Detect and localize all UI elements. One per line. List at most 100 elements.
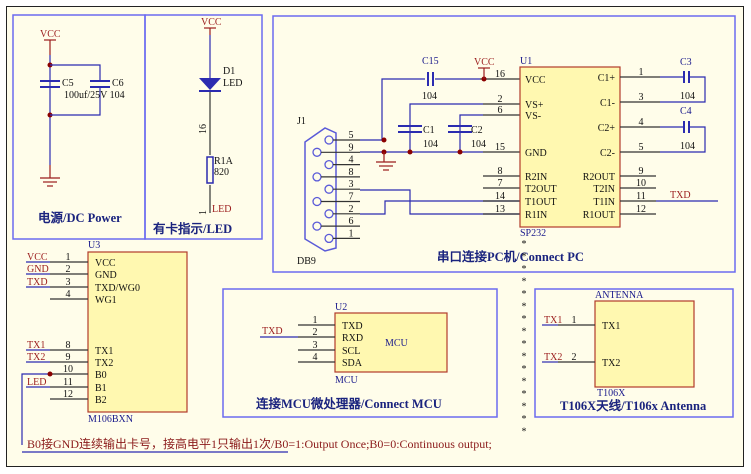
- c4-ref: C4: [680, 106, 692, 117]
- u3-net-label: GND: [27, 264, 49, 275]
- separator-dot: *: [522, 264, 527, 275]
- r1a-ref: R1A: [214, 156, 234, 167]
- separator-dot: *: [522, 239, 527, 250]
- u1-pin-number: 16: [495, 69, 505, 80]
- d1-value: LED: [223, 78, 242, 89]
- led-vcc-label: VCC: [201, 17, 222, 28]
- led-pin-1: 1: [198, 210, 209, 215]
- u3-pin-name: B2: [95, 395, 107, 406]
- separator-dot: *: [522, 377, 527, 388]
- led-section: VCC D1 LED 16 R1A 820 1 LED 有卡指示/LED: [144, 14, 263, 240]
- antenna-chip: [594, 300, 695, 388]
- c15-value: 104: [422, 91, 437, 102]
- db9-pin-number: 4: [349, 155, 354, 166]
- u1-pin-name: VCC: [525, 75, 546, 86]
- separator-dot: *: [522, 277, 527, 288]
- u3-pin-number: 11: [63, 377, 73, 388]
- antenna-section-title: T106X天线/T106x Antenna: [560, 398, 707, 413]
- u1-pin-number: 1: [639, 67, 644, 78]
- u1-pin-number: 6: [498, 105, 503, 116]
- u3-pin-number: 2: [66, 264, 71, 275]
- u2-pin-number: 2: [313, 327, 318, 338]
- u1-pin-number: 15: [495, 142, 505, 153]
- u3-pin-name: B0: [95, 370, 107, 381]
- u2-pin-name: SCL: [342, 346, 360, 357]
- led-pin-16: 16: [198, 124, 209, 134]
- u1-pin-name: R2OUT: [583, 172, 615, 183]
- u1-pin-number: 7: [498, 178, 503, 189]
- u1-pin-name: C2+: [598, 123, 616, 134]
- u3-net-label: LED: [27, 377, 46, 388]
- db9-pin-number: 9: [349, 142, 354, 153]
- db9-pin-number: 1: [349, 228, 354, 239]
- mcu-section-title: 连接MCU微处理器/Connect MCU: [256, 396, 442, 411]
- u2-pin-name: SDA: [342, 358, 363, 369]
- u1-pin-number: 3: [639, 92, 644, 103]
- c5-c6-value: 100uf/25V 104: [64, 90, 125, 101]
- u3-pin-number: 9: [66, 352, 71, 363]
- u2-chip: [334, 312, 448, 373]
- footer-note: B0接GND连续输出卡号，接高电平1只输出1次/B0=1:Output Once…: [27, 436, 492, 451]
- c2-value: 104: [471, 139, 486, 150]
- separator-dot: *: [522, 427, 527, 438]
- r1a-resistor: [206, 156, 214, 184]
- power-vcc-label: VCC: [40, 29, 61, 40]
- u3-pin-name: VCC: [95, 258, 116, 269]
- j1-ref: J1: [297, 116, 306, 127]
- u1-pin-name: VS-: [525, 111, 541, 122]
- u3-pin-number: 12: [63, 389, 73, 400]
- separator-dot: *: [522, 314, 527, 325]
- antenna-pin-number: 1: [572, 315, 577, 326]
- antenna-part: T106X: [597, 388, 626, 399]
- u2-pin-number: 4: [313, 352, 318, 363]
- power-section-border: [12, 14, 146, 240]
- led-net-label: LED: [212, 204, 231, 215]
- antenna-net-label: TX2: [544, 352, 562, 363]
- led-section-border: [144, 14, 263, 240]
- u1-pin-name: T2IN: [593, 184, 615, 195]
- separator-dot: *: [522, 289, 527, 300]
- u1-pin-number: 12: [636, 204, 646, 215]
- db9-pin-hole-icon: [324, 233, 334, 244]
- u1-pin-name: T2OUT: [525, 184, 557, 195]
- u1-pin-name: R1IN: [525, 210, 547, 221]
- db9-pin-number: 2: [349, 204, 354, 215]
- power-section: VCC C5 C6 100uf/25V 104 电源/DC Power: [12, 14, 146, 240]
- u3-pin-number: 3: [66, 277, 71, 288]
- u1-pin-name: R2IN: [525, 172, 547, 183]
- c2-ref: C2: [471, 125, 483, 136]
- u3-pin-name: B1: [95, 383, 107, 394]
- c1-value: 104: [423, 139, 438, 150]
- u1-pin-name: T1IN: [593, 197, 615, 208]
- c6-ref: C6: [112, 78, 124, 89]
- u3-net-label: TX2: [27, 352, 45, 363]
- u1-vcc-label: VCC: [474, 57, 495, 68]
- u1-ref: U1: [520, 56, 532, 67]
- u3-net-label: TXD: [27, 277, 48, 288]
- antenna-ref: ANTENNA: [595, 290, 644, 301]
- pc-section-title: 串口连接PC机/Connect PC: [437, 249, 584, 264]
- u1-pin-name: GND: [525, 148, 547, 159]
- separator-dot: *: [522, 352, 527, 363]
- u3-pin-name: TX1: [95, 346, 113, 357]
- power-section-title: 电源/DC Power: [38, 210, 122, 225]
- u2-ref: U2: [335, 302, 347, 313]
- c1-ref: C1: [423, 125, 435, 136]
- u1-pin-name: C2-: [600, 148, 615, 159]
- separator-dot: *: [522, 414, 527, 425]
- db9-pin-hole-icon: [324, 209, 334, 219]
- db9-pin-number: 6: [349, 216, 354, 227]
- db9-pin-hole-icon: [312, 196, 322, 207]
- pc-section-border: [272, 15, 736, 273]
- u1-chip: [519, 66, 621, 228]
- u3-chip: [87, 251, 188, 413]
- u3-pin-name: TX2: [95, 358, 113, 369]
- u1-pin-number: 13: [495, 204, 505, 215]
- u1-pin-number: 2: [498, 94, 503, 105]
- pc-ground-icon: [376, 152, 396, 171]
- separator-dot: *: [522, 339, 527, 350]
